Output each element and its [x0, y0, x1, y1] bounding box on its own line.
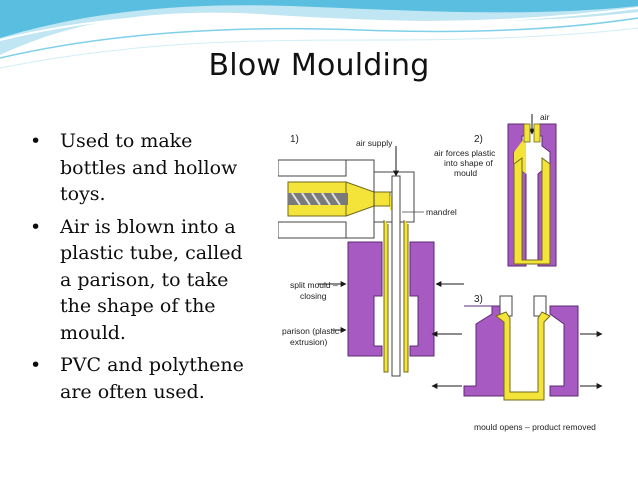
bullet-line: are often used. [60, 380, 205, 403]
bullet-item: • Air is blown into a plastic tube, call… [30, 214, 266, 347]
step2-bottle [513, 157, 551, 265]
mould-half-right [409, 241, 435, 357]
mould-half-left [347, 241, 383, 357]
bullet-marker: • [30, 130, 42, 152]
blow-moulding-diagram: 1) air supply mandrel spl [278, 100, 606, 446]
bullet-line: bottles and hollow [60, 156, 238, 179]
bullet-list: • Used to make bottles and hollow toys. … [30, 128, 266, 411]
air-supply-label: air supply [356, 138, 393, 148]
air-label: air [540, 112, 550, 122]
bullet-line: plastic tube, called [60, 242, 243, 264]
step2-label: 2) [474, 134, 483, 145]
mandrel-pipe [391, 175, 401, 377]
bullet-item: • Used to make bottles and hollow toys. [30, 128, 266, 208]
bullet-line: Air is blown into a [60, 215, 236, 238]
header-wave [0, 0, 638, 69]
mould-opens-label: mould opens – product removed [474, 422, 596, 432]
mandrel-label: mandrel [426, 207, 457, 217]
step3-bottle [494, 311, 551, 401]
bullet-line: toys. [60, 183, 106, 205]
step3-mould-right [549, 305, 579, 397]
bullet-item: • PVC and polythene are often used. [30, 352, 266, 405]
bullet-line: the shape of the [60, 295, 216, 317]
bullet-line: Used to make [60, 130, 193, 152]
step3-label: 3) [474, 294, 483, 305]
bullet-line: mould. [60, 321, 126, 344]
parison-label: parison (plastic extrusion) [282, 326, 342, 347]
slide-title: Blow Moulding [208, 48, 430, 83]
bullet-line: a parison, to take [60, 268, 229, 291]
bullet-marker: • [30, 215, 42, 238]
air-forces-label: air forces plastic into shape of mould [434, 148, 498, 178]
bullet-line: PVC and polythene [60, 354, 244, 376]
step1-label: 1) [290, 134, 299, 145]
bullet-marker: • [30, 354, 42, 376]
parison-tube [383, 220, 409, 373]
split-mould-label: split mould – closing [290, 280, 340, 301]
